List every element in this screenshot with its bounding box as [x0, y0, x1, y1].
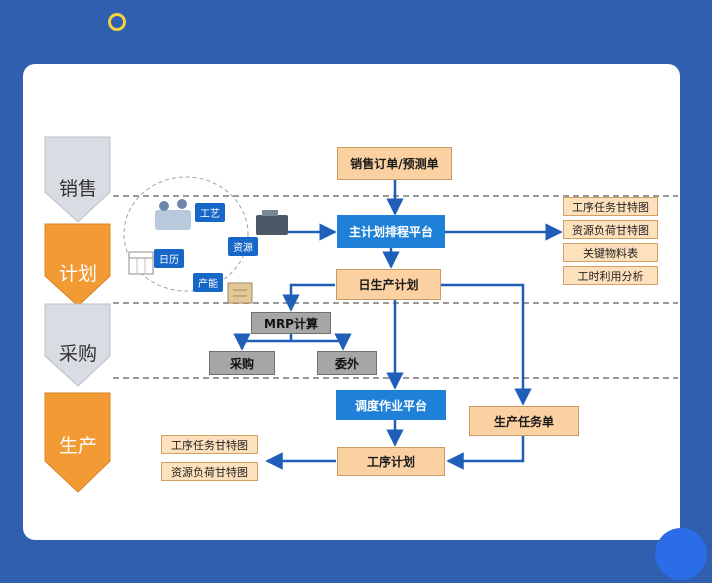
- diagram-card: 销售 计划 采购 生产 工艺 资源 日历 产能 销售订单/预测单 主计划排程平台…: [23, 64, 680, 540]
- node-dispatch: 调度作业平台: [336, 390, 446, 420]
- stage-production-label: 生产: [58, 435, 97, 457]
- capacity-illustration: [227, 282, 253, 304]
- production-output-gantt-process: 工序任务甘特图: [161, 435, 258, 454]
- plan-output-gantt-resource: 资源负荷甘特图: [563, 220, 658, 239]
- arrow-mrp-to-purchase: [233, 333, 293, 351]
- stage-sales-label: 销售: [58, 178, 97, 200]
- arrow-daily-to-mrp: [282, 283, 335, 312]
- arrow-daily-to-workorder: [441, 283, 532, 406]
- stage-chevron-plan: [44, 223, 111, 307]
- plan-output-key-materials: 关键物料表: [563, 243, 658, 262]
- arrow-mrp-to-outsource: [291, 333, 352, 351]
- node-work-order: 生产任务单: [469, 406, 579, 436]
- plan-output-labor-analysis: 工时利用分析: [563, 266, 658, 285]
- node-mrp: MRP计算: [251, 312, 331, 334]
- decorative-ring: [108, 13, 126, 31]
- stage-plan-label: 计划: [58, 263, 97, 285]
- plan-output-gantt-process: 工序任务甘特图: [563, 197, 658, 216]
- node-process-plan: 工序计划: [337, 447, 445, 476]
- calendar-illustration: [128, 251, 154, 275]
- node-purchase: 采购: [209, 351, 275, 375]
- connector-layer: [44, 136, 678, 493]
- resource-resource-tag: 资源: [228, 237, 258, 256]
- node-master-plan: 主计划排程平台: [337, 215, 445, 248]
- stage-chevron-production: [44, 392, 111, 493]
- resource-cycle: [123, 176, 249, 292]
- production-output-gantt-resource: 资源负荷甘特图: [161, 462, 258, 481]
- workers-illustration: [155, 199, 191, 230]
- node-daily-plan: 日生产计划: [336, 269, 441, 300]
- stage-purchase-label: 采购: [58, 343, 97, 365]
- arrow-workorder-to-process: [446, 436, 525, 470]
- stage-chevron-sales: [44, 136, 111, 223]
- resource-calendar-tag: 日历: [154, 249, 184, 268]
- stage-chevron-purchase: [44, 303, 111, 387]
- node-sales-order: 销售订单/预测单: [337, 147, 452, 180]
- resource-craft-tag: 工艺: [195, 203, 225, 222]
- node-outsource: 委外: [317, 351, 377, 375]
- machine-illustration: [256, 210, 288, 235]
- decorative-circle: [655, 528, 707, 580]
- resource-capacity-tag: 产能: [193, 273, 223, 292]
